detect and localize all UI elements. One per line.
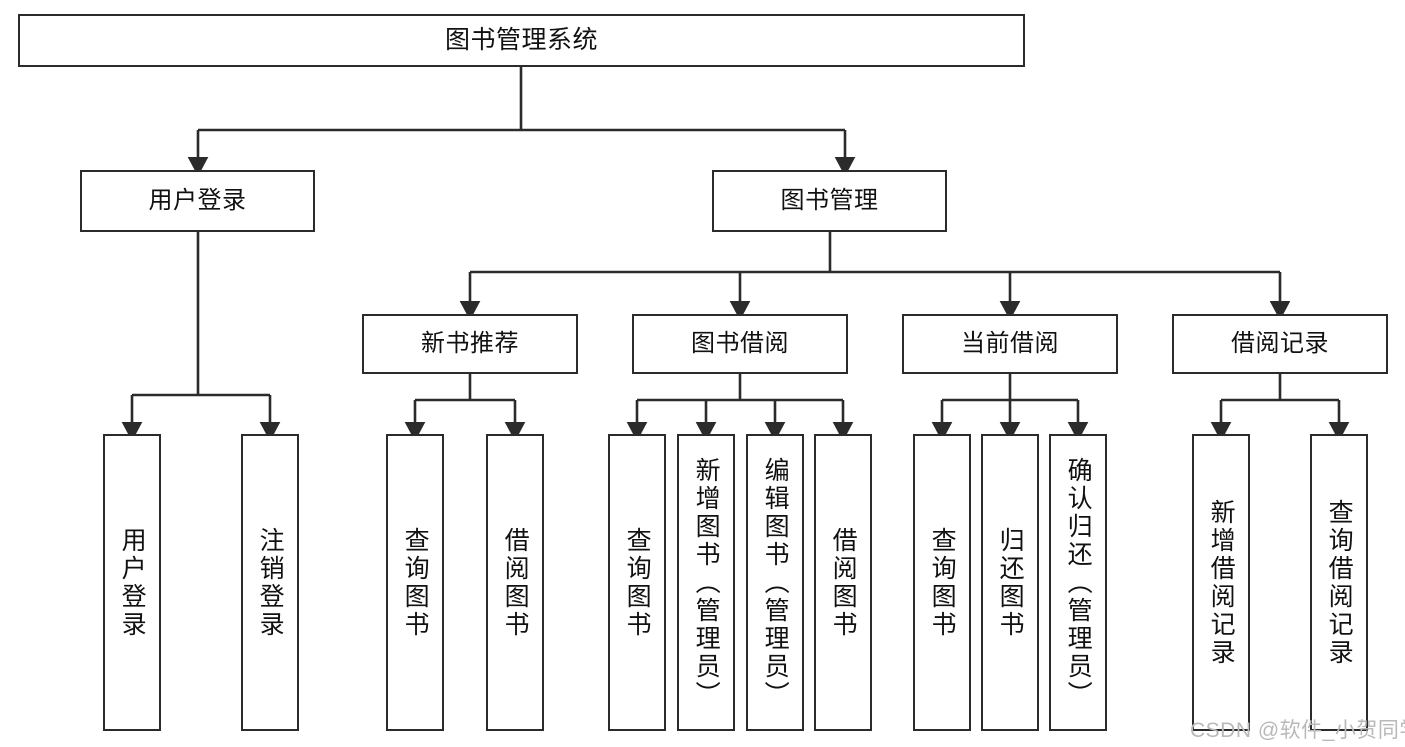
node-user-login[interactable]: 用户登录	[80, 170, 315, 232]
node-label: 归还图书	[996, 526, 1025, 639]
leaf-current-confirm-return-admin[interactable]: 确认归还（管理员）	[1049, 434, 1107, 731]
node-label: 借阅记录	[1231, 329, 1329, 357]
leaf-borrow-borrow-book[interactable]: 借阅图书	[814, 434, 872, 731]
node-label: 当前借阅	[961, 329, 1059, 357]
leaf-borrow-query-book[interactable]: 查询图书	[608, 434, 666, 731]
node-label: 借阅图书	[501, 526, 530, 639]
leaf-borrow-edit-book-admin[interactable]: 编辑图书（管理员）	[746, 434, 804, 731]
node-label: 用户登录	[118, 526, 147, 639]
node-book-management[interactable]: 图书管理	[712, 170, 947, 232]
node-label: 图书借阅	[691, 329, 789, 357]
node-label: 查询图书	[623, 526, 652, 639]
leaf-record-add-record[interactable]: 新增借阅记录	[1192, 434, 1250, 731]
node-label: 查询借阅记录	[1325, 498, 1354, 667]
node-label: 用户登录	[148, 186, 247, 214]
node-borrow-record[interactable]: 借阅记录	[1172, 314, 1388, 374]
node-label: 新增借阅记录	[1207, 498, 1236, 667]
node-new-book-recommend[interactable]: 新书推荐	[362, 314, 578, 374]
node-label: 图书管理系统	[444, 25, 598, 54]
leaf-borrow-add-book-admin[interactable]: 新增图书（管理员）	[677, 434, 735, 731]
node-label: 借阅图书	[829, 526, 858, 639]
leaf-user-login[interactable]: 用户登录	[103, 434, 161, 731]
leaf-current-query-book[interactable]: 查询图书	[913, 434, 971, 731]
node-label: 编辑图书（管理员）	[761, 456, 790, 709]
node-label: 查询图书	[401, 526, 430, 639]
watermark-text: CSDN @软件_小贺同学	[1190, 719, 1405, 742]
node-book-borrow[interactable]: 图书借阅	[632, 314, 848, 374]
leaf-recommend-query-book[interactable]: 查询图书	[386, 434, 444, 731]
node-current-borrow[interactable]: 当前借阅	[902, 314, 1118, 374]
leaf-record-query-record[interactable]: 查询借阅记录	[1310, 434, 1368, 731]
node-label: 查询图书	[928, 526, 957, 639]
leaf-current-return-book[interactable]: 归还图书	[981, 434, 1039, 731]
node-root-book-management-system[interactable]: 图书管理系统	[18, 14, 1025, 67]
node-label: 图书管理	[780, 186, 879, 214]
node-label: 注销登录	[256, 526, 285, 639]
leaf-user-logout[interactable]: 注销登录	[241, 434, 299, 731]
leaf-recommend-borrow-book[interactable]: 借阅图书	[486, 434, 544, 731]
node-label: 确认归还（管理员）	[1064, 456, 1093, 709]
node-label: 新增图书（管理员）	[692, 456, 721, 709]
csdn-watermark: CSDN @软件_小贺同学	[1190, 714, 1405, 744]
node-label: 新书推荐	[421, 329, 519, 357]
